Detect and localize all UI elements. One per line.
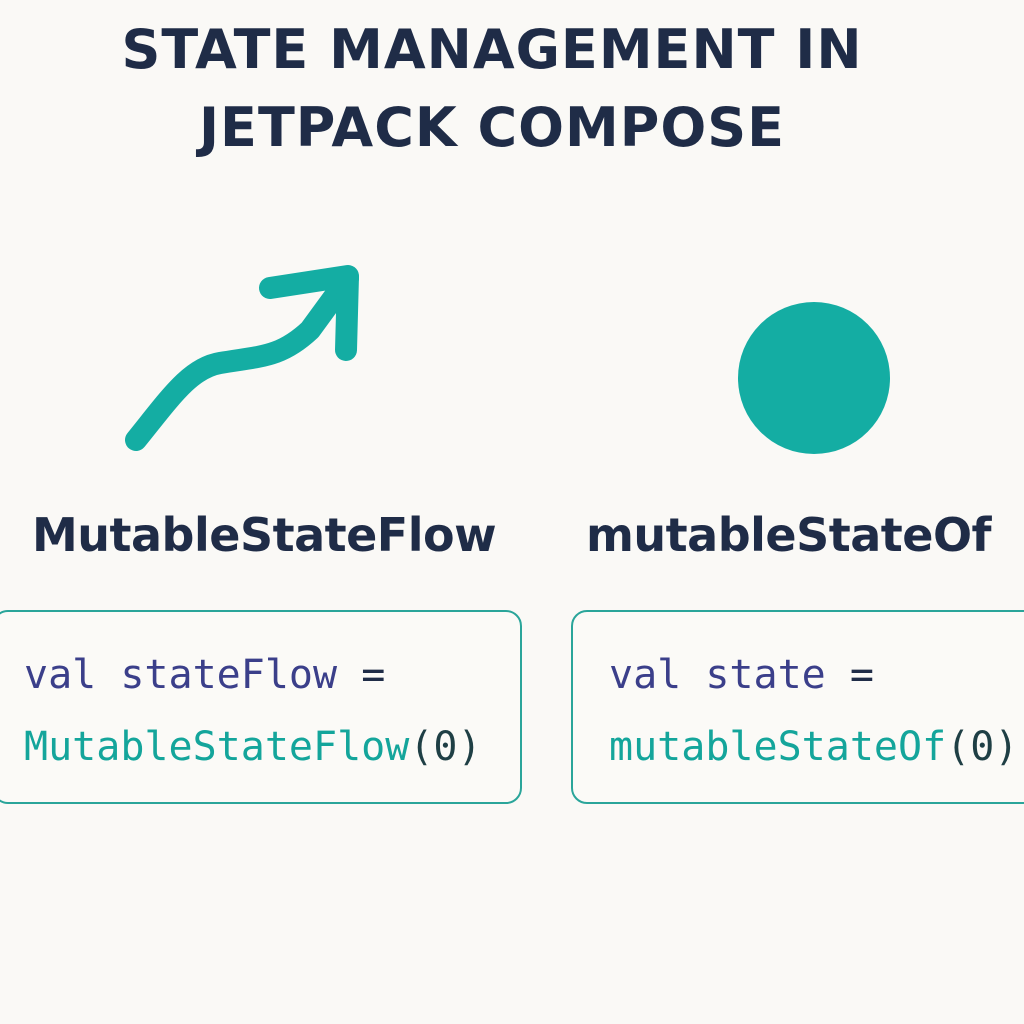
heading-mutable-state-flow: MutableStateFlow bbox=[32, 508, 497, 562]
code-line-constructor: mutableStateOf(0) bbox=[609, 724, 1018, 770]
code-keyword: val bbox=[609, 652, 682, 698]
trending-arrow-icon bbox=[125, 265, 359, 451]
code-operator: = bbox=[361, 652, 386, 698]
code-line-declaration: val stateFlow = bbox=[24, 652, 385, 698]
heading-mutable-state-of: mutableStateOf bbox=[586, 508, 992, 562]
code-variable: state bbox=[705, 652, 826, 698]
code-args: (0) bbox=[946, 724, 1019, 770]
circle-icon bbox=[738, 302, 890, 454]
code-function: MutableStateFlow bbox=[24, 724, 410, 770]
title-line-1: STATE MANAGEMENT IN bbox=[121, 18, 863, 81]
code-args: (0) bbox=[409, 724, 482, 770]
code-box-state-of: val state = mutableStateOf(0) bbox=[571, 610, 1024, 804]
code-line-constructor: MutableStateFlow(0) bbox=[24, 724, 482, 770]
code-box-state-flow: val stateFlow = MutableStateFlow(0) bbox=[0, 610, 522, 804]
code-function: mutableStateOf bbox=[609, 724, 947, 770]
code-variable: stateFlow bbox=[120, 652, 338, 698]
title-line-2: JETPACK COMPOSE bbox=[198, 96, 786, 159]
code-keyword: val bbox=[24, 652, 97, 698]
code-operator: = bbox=[849, 652, 874, 698]
code-line-declaration: val state = bbox=[609, 652, 874, 698]
